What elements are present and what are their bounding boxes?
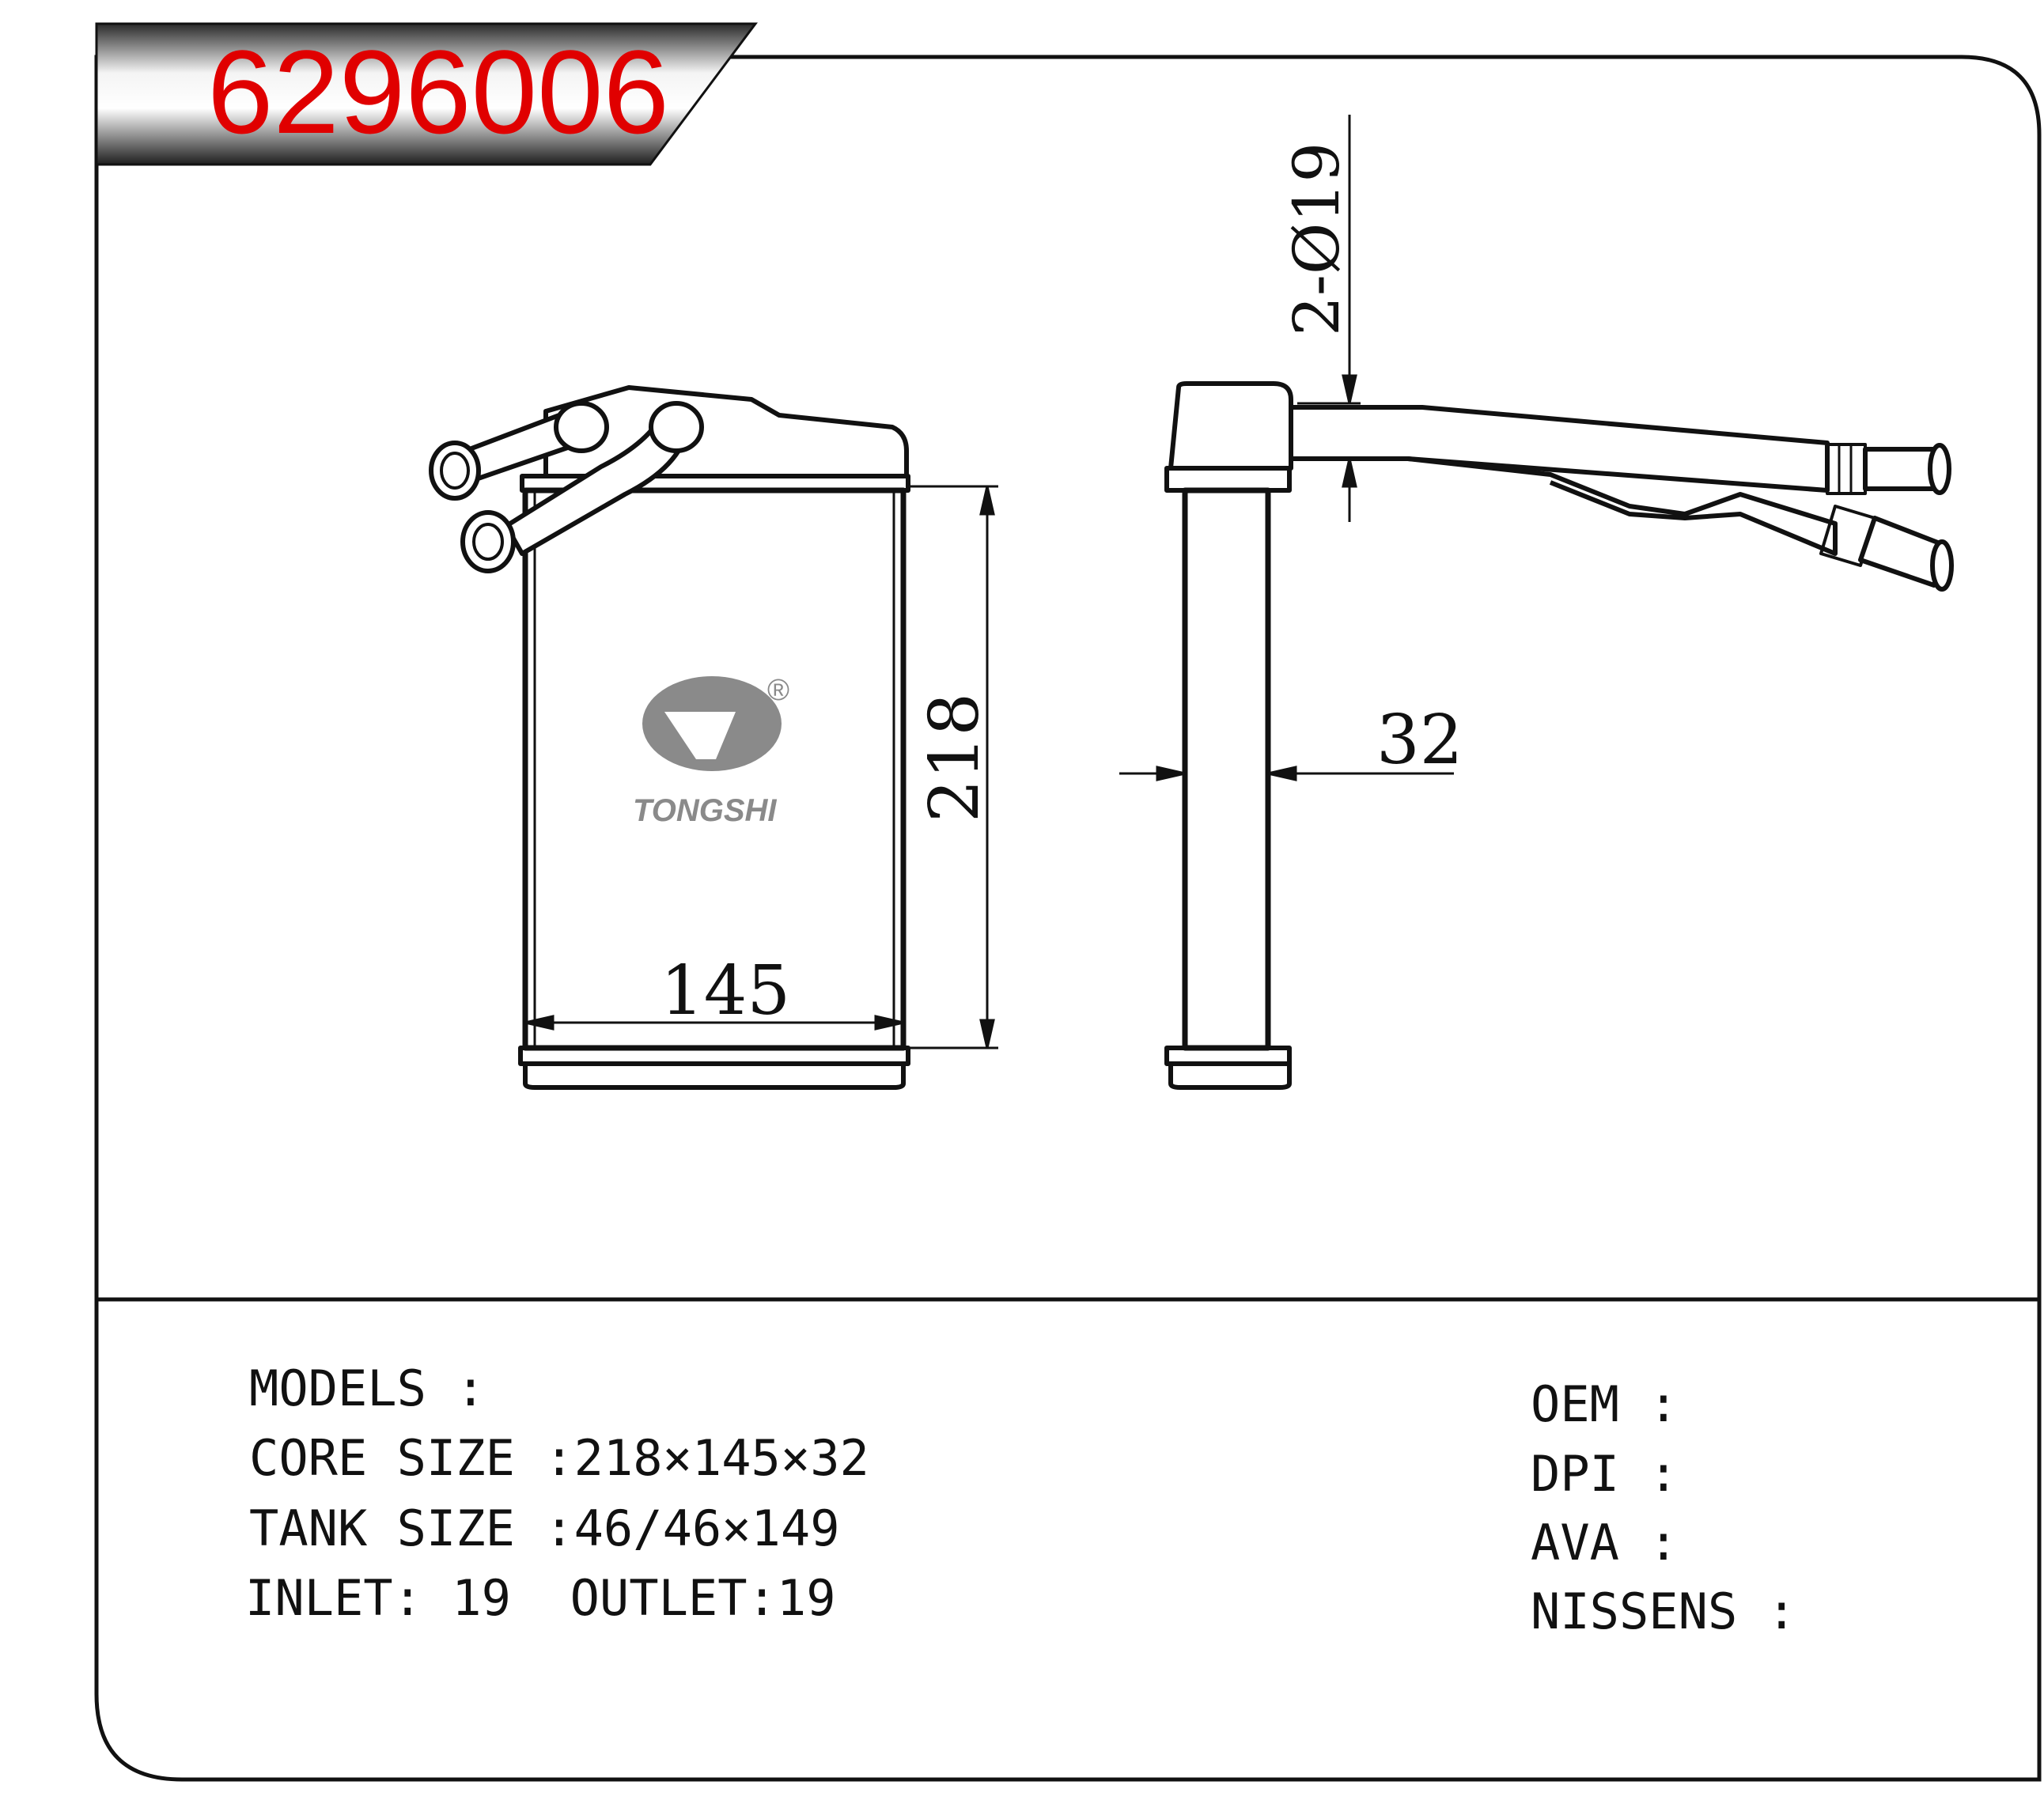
side-pipe-upper-collar xyxy=(1826,443,1867,495)
front-pipe-lower-end-inner xyxy=(472,523,504,561)
front-pipe-cap-a xyxy=(554,401,609,453)
side-top-tank xyxy=(1168,381,1293,471)
core-size-line: CORE SIZE :218×145×32 xyxy=(249,1429,869,1487)
width-dim-label: 145 xyxy=(661,951,790,1031)
top-tank xyxy=(543,385,909,478)
front-view xyxy=(429,385,910,1090)
depth-dim-label: 32 xyxy=(1376,701,1463,780)
title-banner: 6296006 xyxy=(95,22,758,166)
side-pipe-lower-mouth xyxy=(1930,539,1954,592)
width-dimension xyxy=(524,1015,904,1031)
pipe-dimension xyxy=(1297,115,1361,522)
bottom-header-plate xyxy=(518,1046,910,1066)
logo-registered-mark: ® xyxy=(767,674,789,707)
front-pipe-upper-end-inner xyxy=(440,452,470,490)
tongshi-logo: TONGSHI ® xyxy=(633,674,789,828)
models-line: MODELS : xyxy=(249,1360,486,1417)
nissens-line: NISSENS : xyxy=(1531,1583,1796,1640)
depth-dimension xyxy=(1119,766,1454,781)
top-header-plate xyxy=(520,474,910,493)
part-number: 6296006 xyxy=(207,25,669,158)
sheet-border xyxy=(94,55,2042,1782)
height-dim-label: 218 xyxy=(915,693,994,823)
pipe-dim-label: 2-Ø19 xyxy=(1280,142,1353,336)
side-pipe-upper-mouth xyxy=(1928,443,1951,495)
side-top-plate xyxy=(1164,466,1292,493)
dpi-line: DPI : xyxy=(1531,1445,1679,1503)
oem-line: OEM : xyxy=(1531,1375,1679,1433)
side-core xyxy=(1182,487,1271,1051)
side-pipe-upper-end xyxy=(1863,447,1940,491)
height-dimension xyxy=(908,485,998,1049)
front-pipe-cap-b xyxy=(649,401,704,453)
logo-emblem-cut xyxy=(664,712,736,759)
inlet-outlet-line: INLET: 19 OUTLET:19 xyxy=(245,1569,836,1627)
side-pipe-lower xyxy=(1407,456,1838,556)
side-bottom-tank xyxy=(1168,1061,1292,1090)
side-pipe-lower-collar xyxy=(1819,505,1876,567)
side-view xyxy=(1164,381,1954,1090)
tank-size-line: TANK SIZE :46/46×149 xyxy=(249,1500,840,1557)
logo-brand-text: TONGSHI xyxy=(633,793,777,828)
ava-line: AVA : xyxy=(1531,1514,1679,1571)
bottom-tank xyxy=(523,1061,906,1090)
